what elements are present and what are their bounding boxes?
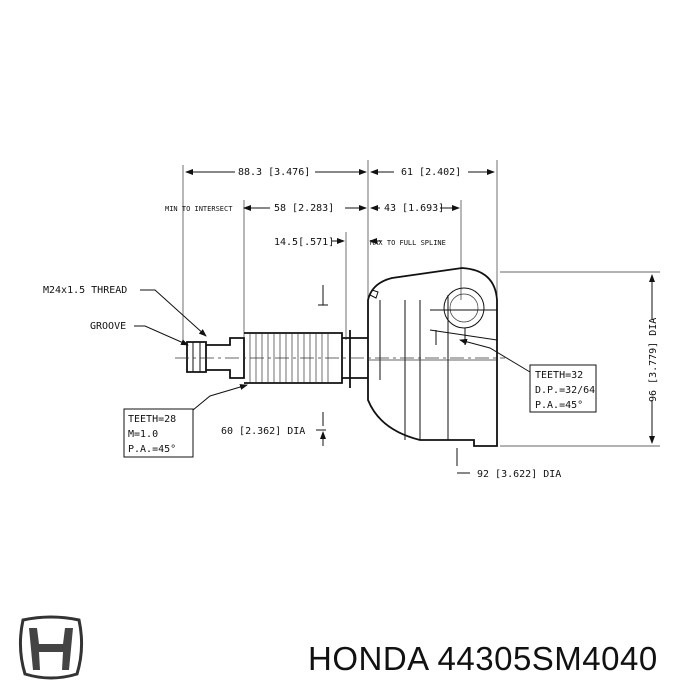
brand-name: HONDA: [308, 640, 428, 677]
cv-housing: [175, 267, 505, 447]
inner-dp: D.P.=32/64: [535, 385, 595, 396]
dimension-shaft-dia: 60 [2.362] DIA: [221, 412, 326, 446]
dim-outer-length-text: 61 [2.402]: [401, 167, 461, 178]
shaft-teeth: TEETH=28: [128, 414, 176, 425]
dim-outer-dia-text: 96 [3.779] DIA: [648, 318, 659, 402]
honda-logo: [18, 615, 84, 680]
max-spline-label: MAX TO FULL SPLINE: [370, 239, 446, 247]
part-caption: HONDA 44305SM4040: [308, 640, 658, 678]
cv-joint-technical-drawing: 88.3 [3.476] 61 [2.402] MIN TO INTERSECT…: [43, 160, 660, 480]
inner-pa: P.A.=45°: [535, 400, 583, 411]
shaft-pa: P.A.=45°: [128, 444, 176, 455]
shaft-spec-box: TEETH=28 M=1.0 P.A.=45°: [123, 384, 248, 458]
dimension-max-full-spline: 14.5[.571] MAX TO FULL SPLINE: [274, 232, 446, 340]
thread-label: M24x1.5 THREAD: [43, 285, 127, 296]
dim-min-intersect-text: 58 [2.283]: [274, 203, 334, 214]
dimension-outer-length: 61 [2.402]: [367, 160, 498, 340]
dim-spline-length-text: 43 [1.693]: [384, 203, 444, 214]
min-intersect-label: MIN TO INTERSECT: [165, 205, 233, 213]
dim-max-spline-text: 14.5[.571]: [274, 237, 334, 248]
inner-spec-box: TEETH=32 D.P.=32/64 P.A.=45°: [459, 338, 597, 413]
dim-shaft-dia-text: 60 [2.362] DIA: [221, 426, 305, 437]
section-marker: [318, 285, 328, 306]
dim-housing-dia-text: 92 [3.622] DIA: [477, 469, 561, 480]
part-number: 44305SM4040: [437, 640, 658, 677]
dimension-housing-dia: 92 [3.622] DIA: [456, 448, 561, 480]
stub-shaft: [186, 330, 368, 388]
shaft-module: M=1.0: [128, 429, 158, 440]
dim-overall-text: 88.3 [3.476]: [238, 167, 310, 178]
inner-teeth: TEETH=32: [535, 370, 583, 381]
dimension-min-intersect: MIN TO INTERSECT 58 [2.283] 43 [1.693]: [165, 200, 462, 340]
dimension-overall: 88.3 [3.476]: [182, 165, 367, 340]
groove-callout: GROOVE: [90, 321, 189, 346]
groove-label: GROOVE: [90, 321, 126, 332]
thread-callout: M24x1.5 THREAD: [43, 285, 207, 337]
dimension-outer-dia: 96 [3.779] DIA: [500, 271, 660, 447]
